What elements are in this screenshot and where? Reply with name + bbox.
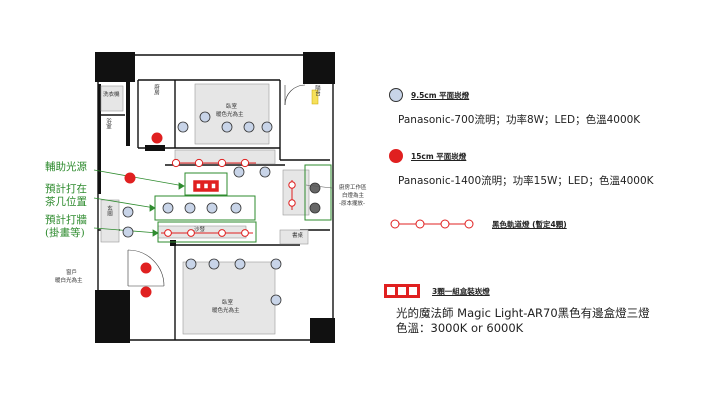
annotation-wall-wash-2: (掛畫等) — [45, 227, 85, 239]
track-light-2 — [161, 229, 253, 237]
doors — [127, 84, 306, 287]
label-window-1: 窗戶 — [66, 270, 78, 276]
room-label-laundry: 洗衣機 — [103, 92, 120, 98]
balcony-mark — [311, 89, 319, 105]
study-frame — [304, 164, 332, 221]
room-label-sofa: 沙發 — [194, 227, 206, 233]
legend-small-downlight-title: 9.5cm 平面崁燈 — [411, 91, 470, 100]
entrance-cabinet — [100, 199, 120, 243]
track-head — [171, 158, 181, 168]
room-label-entrance: 玄關 — [106, 205, 112, 216]
room-label-balcony: 陽台 — [314, 85, 320, 96]
room-label-bedroom-bottom: 臥室 — [222, 300, 234, 306]
room-label-kitchen: 廚房 — [153, 84, 159, 95]
annotation-wall-wash-1: 預計打牆 — [45, 214, 87, 226]
track-head — [217, 158, 227, 168]
downlights-small — [122, 111, 321, 306]
room-label-bedroom-bottom-sub: 暖色光為主 — [212, 308, 240, 314]
downlights-large — [124, 132, 163, 298]
room-label-desk: 書桌 — [292, 233, 304, 239]
legend-box-light-desc1: 光的魔法師 Magic Light-AR70黑色有邊盒燈三燈 — [396, 306, 650, 320]
legend-large-downlight-icon — [389, 149, 403, 163]
track-head — [164, 229, 172, 237]
legend-large-downlight-title: 15cm 平面崁燈 — [411, 152, 467, 161]
legend-large-downlight-desc: Panasonic-1400流明；功率15W；LED；色溫4000K — [398, 175, 654, 187]
annotation-frames — [154, 164, 332, 243]
legend-track-title: 黑色軌道燈 (暫定4顆) — [492, 220, 567, 229]
legend-small-downlight-icon — [389, 88, 403, 102]
box-light — [193, 180, 219, 192]
track-head — [187, 229, 195, 237]
track-head — [194, 158, 204, 168]
track-light-3 — [288, 180, 296, 210]
track-head — [241, 229, 249, 237]
annotation-coffee-table-2: 茶几位置 — [45, 196, 87, 208]
legend-box-light-desc2: 色溫：3000K or 6000K — [396, 321, 524, 335]
label-window-2: 暖白光為主 — [55, 278, 83, 284]
track-head — [218, 229, 226, 237]
label-workspace-2: 白燈為主 — [342, 193, 365, 199]
bed-bottom — [182, 261, 276, 335]
legend-box-light-title: 3顆一組盒裝崁燈 — [432, 287, 490, 296]
annotation-coffee-table-1: 預計打在 — [45, 183, 87, 195]
track-head — [288, 199, 296, 207]
room-label-bedroom-top: 臥室 — [226, 104, 238, 110]
track-light — [171, 158, 256, 168]
track-head — [240, 158, 250, 168]
legend-track-icon — [390, 219, 474, 229]
wall-columns — [95, 52, 335, 343]
label-workspace-3: -原本擺放- — [339, 201, 365, 207]
annotation-aux-light: 輔助光源 — [45, 161, 87, 173]
label-workspace-1: 廚房工作區 — [339, 185, 367, 191]
legend-box-light-icon — [384, 284, 420, 298]
aux-frame — [184, 172, 228, 196]
room-label-bedroom-top-sub: 暖色光為主 — [216, 112, 244, 118]
track-head — [288, 181, 296, 189]
room-label-bath: 浴室 — [105, 118, 111, 129]
legend-icons — [384, 88, 474, 298]
laundry — [100, 85, 124, 112]
desk — [279, 229, 309, 245]
wall-frame — [157, 221, 257, 243]
legend-small-downlight-desc: Panasonic-700流明；功率8W；LED；色溫4000K — [398, 114, 641, 126]
